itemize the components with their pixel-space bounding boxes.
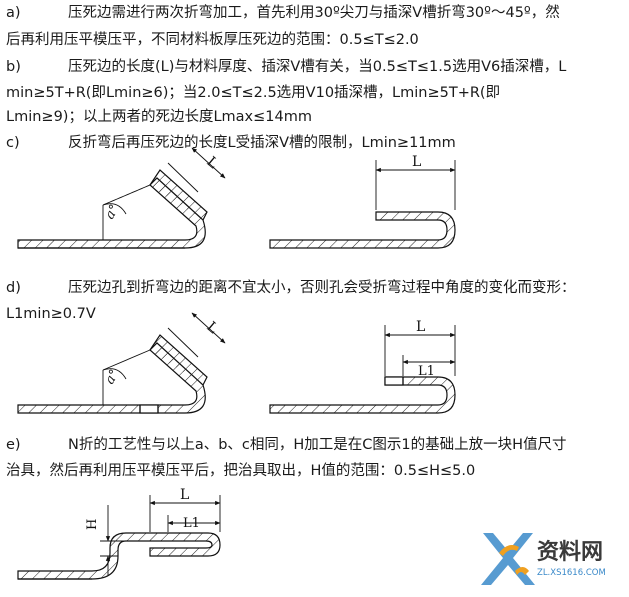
section-c-label: c) [6,135,20,151]
figure-flat-hem [269,160,456,249]
height-label: H [85,519,100,530]
figure-flat-hem-hole [269,325,456,414]
section-a-line1: a)压死边需进行两次折弯加工，首先利用30º尖刀与插深V槽折弯30º～45º，然 [6,5,560,21]
section-e-label: e) [6,437,21,453]
section-b-line1: b)压死边的长度(L)与材料厚度、插深V槽有关，当0.5≤T≤1.5选用V6插深… [6,59,567,75]
figure-n-fold [17,495,221,580]
section-e-line1: e)N折的工艺性与以上a、b、c相同，H加工是在C图示1的基础上放一块H值尺寸 [6,437,567,453]
section-a-label: a) [6,5,21,21]
length1-label-2: L1 [183,516,200,531]
angle-label-1: a° [102,202,122,222]
section-c-line1: c)反折弯后再压死边的长度L受插深V槽的限制，Lmin≥11mm [6,135,456,151]
section-d-line2: L1min≥0.7V [6,306,96,322]
watermark-logo: 资料网 ZL.XS1616.COM [481,533,606,585]
section-a-line2: 后再利用压平模压平，不同材料板厚压死边的范围：0.5≤T≤2.0 [6,32,419,48]
angle-label-2: a° [102,367,122,387]
section-d-line1: d)压死边孔到折弯边的距离不宜太小，否则孔会受折弯过程中角度的变化而变形： [6,280,576,296]
xs-logo-icon [481,533,535,585]
length-label-2: L [412,154,421,170]
length1-label-1: L1 [418,364,435,379]
section-d-label: d) [6,280,21,296]
length-label-4: L [416,319,425,335]
section-b-label: b) [6,59,21,75]
length-label-5: L [180,487,189,503]
figure-angled-hem [17,147,226,249]
section-b-line3: Lmin≥9)；以上两者的死边长度Lmax≤14mm [6,109,312,125]
section-e-line2: 治具，然后再利用压平模压平后，把治具取出，H值的范围：0.5≤H≤5.0 [6,463,476,479]
watermark-url: ZL.XS1616.COM [537,568,606,578]
length-label-1: L [203,154,220,172]
watermark-brand: 资料网 [537,540,603,565]
section-b-line2: min≥5T+R(即Lmin≥6)；当2.0≤T≤2.5选用V10插深槽，Lmi… [6,85,501,101]
figure-angled-hem-hole [17,312,226,414]
